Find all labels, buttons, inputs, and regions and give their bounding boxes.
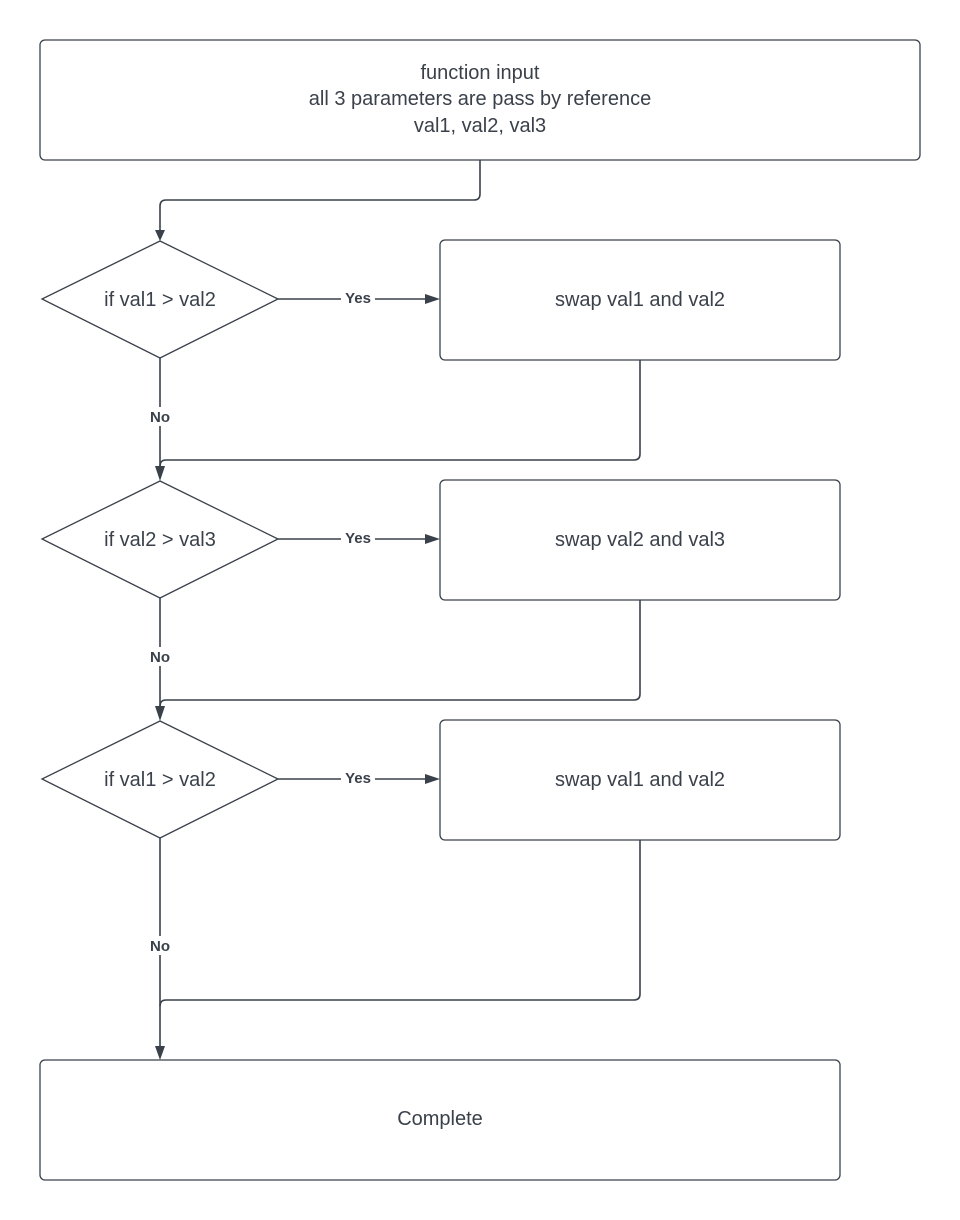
action-box <box>439 719 841 841</box>
end-node: Complete <box>39 1059 841 1181</box>
arrowhead-icon <box>155 1046 165 1060</box>
start-node-line: val1, val2, val3 <box>414 115 546 137</box>
arrowhead-icon <box>155 230 165 241</box>
arrowhead-icon <box>425 294 440 304</box>
decision-label: if val1 > val2 <box>104 289 216 311</box>
action-label: swap val2 and val3 <box>555 529 725 551</box>
connector-return-3 <box>159 840 641 1007</box>
yes-label: Yes <box>345 770 371 787</box>
decision-node-3: if val1 > val2 <box>40 720 280 839</box>
end-node-label: Complete <box>397 1108 483 1130</box>
start-node-line: function input <box>421 62 540 84</box>
decision-label: if val2 > val3 <box>104 529 216 551</box>
connector-start-to-decision-1 <box>159 160 481 231</box>
decision-node-2: if val2 > val3 <box>40 480 280 599</box>
connector-return-1 <box>159 360 641 467</box>
arrowhead-icon <box>155 706 165 721</box>
arrowhead-icon <box>425 774 440 784</box>
action-node-3: swap val1 and val2 <box>439 719 841 841</box>
decision-node-1: if val1 > val2 <box>40 240 280 359</box>
edge-label-bg <box>341 769 375 787</box>
decision-label: if val1 > val2 <box>104 769 216 791</box>
arrowhead-icon <box>425 534 440 544</box>
action-node-2: swap val2 and val3 <box>439 479 841 601</box>
no-label: No <box>150 409 170 426</box>
start-node-line: all 3 parameters are pass by reference <box>309 88 651 110</box>
action-box <box>439 479 841 601</box>
edge-label-bg <box>146 407 174 426</box>
edge-label-bg <box>341 529 375 547</box>
start-node: function input all 3 parameters are pass… <box>39 39 921 161</box>
decision-diamond <box>40 240 280 359</box>
no-label: No <box>150 649 170 666</box>
no-label: No <box>150 938 170 955</box>
yes-label: Yes <box>345 530 371 547</box>
decision-diamond <box>40 720 280 839</box>
edge-label-bg <box>146 647 174 666</box>
start-node-box <box>39 39 921 161</box>
edge-label-bg <box>341 289 375 307</box>
decision-diamond <box>40 480 280 599</box>
action-label: swap val1 and val2 <box>555 769 725 791</box>
yes-label: Yes <box>345 290 371 307</box>
arrowhead-icon <box>155 466 165 481</box>
end-node-box <box>39 1059 841 1181</box>
action-box <box>439 239 841 361</box>
action-node-1: swap val1 and val2 <box>439 239 841 361</box>
action-label: swap val1 and val2 <box>555 289 725 311</box>
connector-return-2 <box>159 600 641 707</box>
edge-label-bg <box>146 936 174 955</box>
